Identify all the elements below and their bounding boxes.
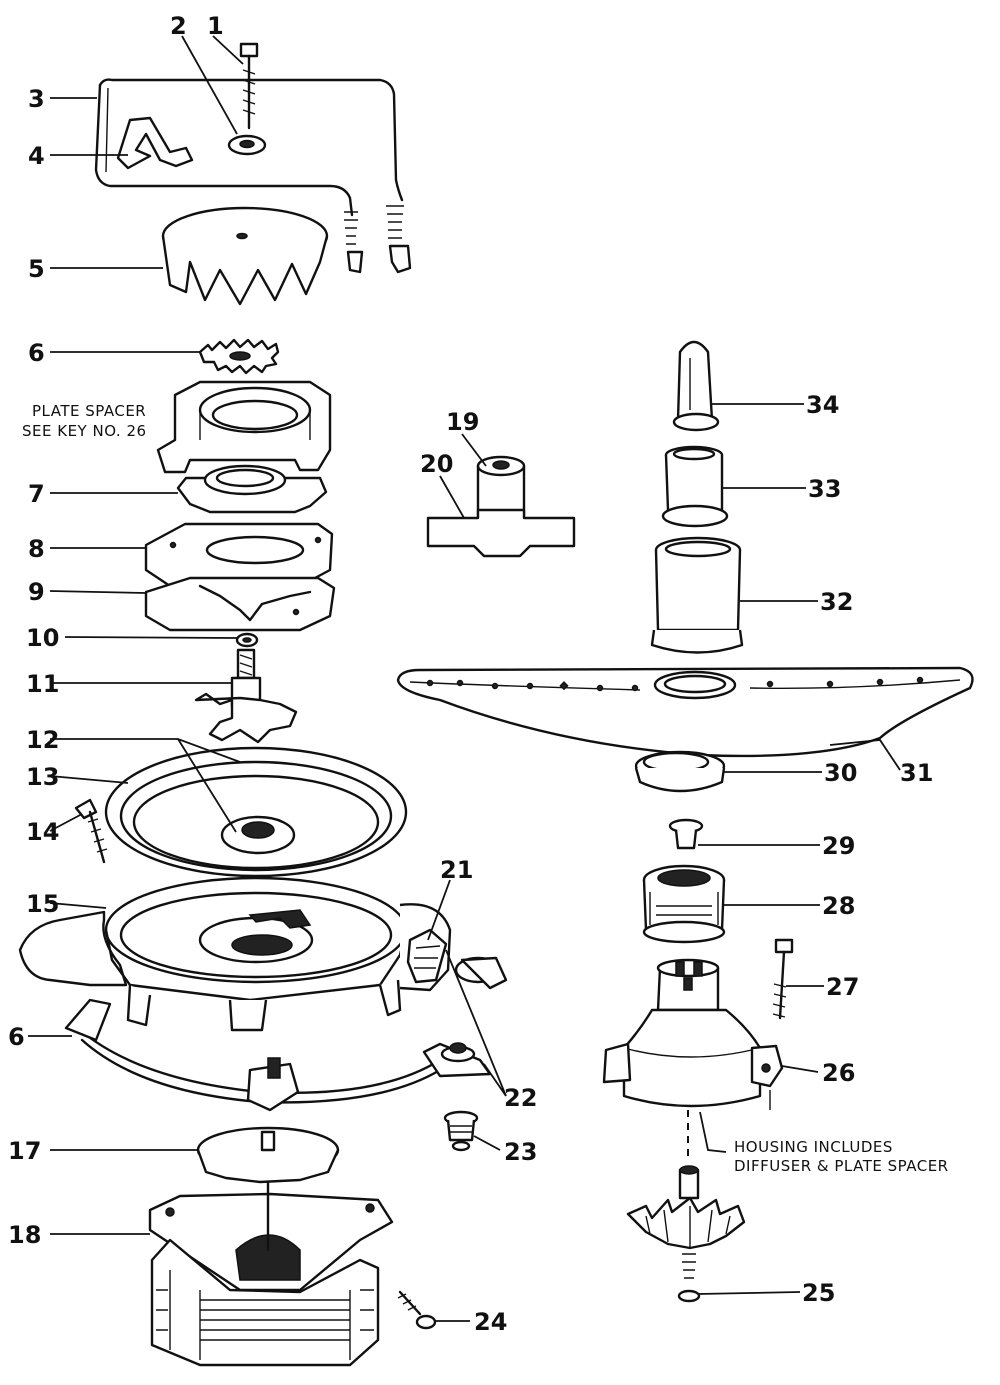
callout-18: 18: [8, 1221, 41, 1249]
part-34-nozzle: [672, 340, 720, 432]
part-31-wash-arm: [396, 666, 974, 758]
callout-15: 15: [26, 890, 59, 918]
leader-lines: [28, 35, 901, 1322]
part-26-housing: [602, 958, 784, 1110]
part-5-impeller: [161, 206, 329, 306]
callout-29: 29: [822, 832, 855, 860]
part-2-washer: [227, 134, 267, 156]
callout-23: 23: [504, 1138, 537, 1166]
part-10-nut: [235, 632, 259, 648]
plate-spacer: [156, 380, 332, 474]
part-13-pump-gasket: [104, 746, 408, 878]
part-9-plate: [144, 576, 336, 632]
part-3-support-bracket: [94, 78, 412, 274]
part-7-seat: [176, 464, 328, 514]
part-28-filter: [642, 864, 726, 944]
part-14-screw: [74, 798, 108, 864]
part-8-gasket: [144, 522, 334, 588]
callout-17: 17: [8, 1137, 41, 1165]
part-1-bolt: [239, 42, 259, 130]
callout-6-lower: 6: [8, 1023, 25, 1051]
part-19-hub: [476, 455, 526, 518]
callout-6-top: 6: [28, 339, 45, 367]
part-32-tube: [650, 536, 744, 654]
callout-28: 28: [822, 892, 855, 920]
part-24-screw: [397, 1290, 437, 1330]
callout-26: 26: [822, 1059, 855, 1087]
callout-1: 1: [207, 12, 224, 40]
part-27-bolt: [772, 938, 794, 1020]
callout-21: 21: [440, 856, 473, 884]
callout-30: 30: [824, 759, 857, 787]
part-25-impeller: [626, 1110, 746, 1303]
housing-note-line2: DIFFUSER & PLATE SPACER: [734, 1157, 949, 1175]
part-30-ring: [634, 750, 726, 793]
callout-32: 32: [820, 588, 853, 616]
part-6-star-washer: [198, 338, 280, 375]
callout-34: 34: [806, 391, 839, 419]
callout-20: 20: [420, 450, 453, 478]
callout-4: 4: [28, 142, 45, 170]
part-22-bracket: [422, 1042, 492, 1078]
part-20-support: [426, 508, 576, 558]
callout-9: 9: [28, 578, 45, 606]
callout-19: 19: [446, 408, 479, 436]
callout-7: 7: [28, 480, 45, 508]
part-11-chopper: [194, 648, 298, 744]
part-29-screw: [668, 818, 704, 850]
callout-3: 3: [28, 85, 45, 113]
callout-24: 24: [474, 1308, 507, 1336]
callout-11: 11: [26, 670, 59, 698]
callout-33: 33: [808, 475, 841, 503]
housing-note-line1: HOUSING INCLUDES: [734, 1138, 893, 1156]
part-17-fan: [196, 1126, 340, 1184]
callout-31: 31: [900, 759, 933, 787]
callout-labels: 1 2 3 4 5 6 7 8 9 10 11 12 13 14 15 6 17…: [8, 12, 933, 1336]
part-18-motor: [148, 1180, 394, 1367]
callout-14: 14: [26, 818, 59, 846]
callout-25: 25: [802, 1279, 835, 1307]
callout-27: 27: [826, 973, 859, 1001]
callout-5: 5: [28, 255, 45, 283]
part-33-tube: [661, 445, 729, 528]
plate-spacer-note-line1: PLATE SPACER: [32, 402, 146, 420]
callout-13: 13: [26, 763, 59, 791]
part-4-clip: [116, 116, 194, 170]
part-21-clamp: [406, 928, 448, 984]
callout-2: 2: [170, 12, 187, 40]
callout-22: 22: [504, 1084, 537, 1112]
callout-8: 8: [28, 535, 45, 563]
plate-spacer-note-line2: SEE KEY NO. 26: [22, 422, 147, 440]
notes: PLATE SPACER SEE KEY NO. 26 HOUSING INCL…: [22, 402, 949, 1175]
callout-12: 12: [26, 726, 59, 754]
callout-10: 10: [26, 624, 59, 652]
part-23-plug: [443, 1110, 479, 1152]
part-6-retaining-band: [64, 998, 490, 1112]
